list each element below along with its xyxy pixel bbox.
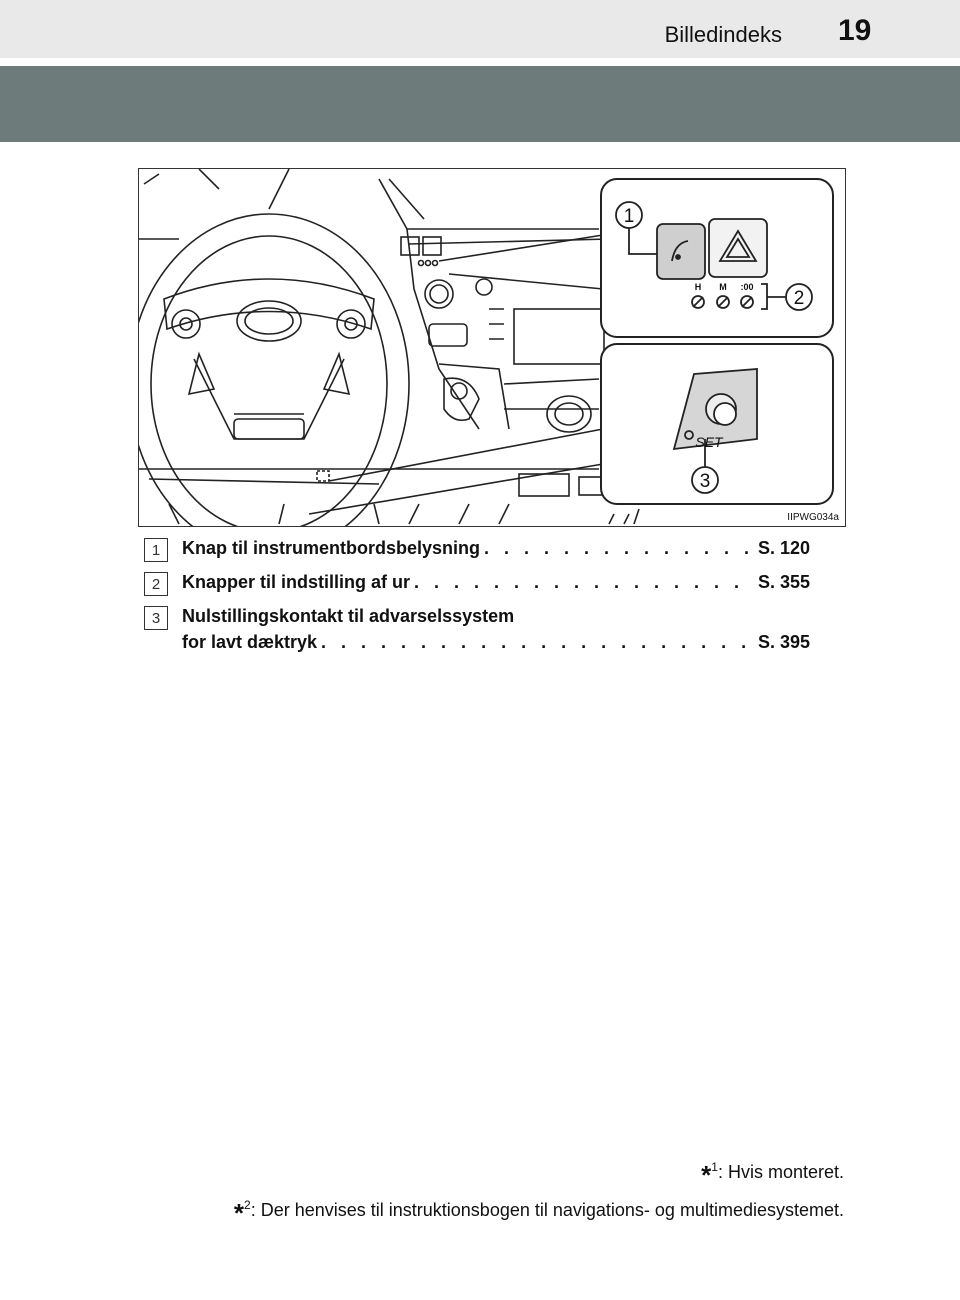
clock-h-button [691, 295, 705, 309]
figure-code: IIPWG034a [787, 512, 839, 523]
footnote-1: *1: Hvis monteret. [701, 1160, 844, 1191]
section-title: Billedindeks [664, 22, 782, 47]
item-label-1: Knap til instrumentbordsbelysning [182, 538, 485, 559]
item-number-2: 2 [144, 572, 168, 596]
item-dots-1: . . . . . . . . . . . . . . . . . . . . … [484, 538, 754, 558]
callout-3-label: 3 [700, 471, 711, 492]
footnote-1-sup: 1 [711, 1160, 718, 1174]
footnote-1-text: : Hvis monteret. [717, 1162, 844, 1182]
item-page-ref-3[interactable]: S. 395 [753, 632, 810, 653]
item-dots-3: . . . . . . . . . . . . . . . . . . . . … [321, 632, 754, 652]
footnote-2-sup: 2 [244, 1198, 251, 1212]
footnote-2-text: : Der henvises til instruktionsbogen til… [250, 1200, 844, 1220]
footnote-2: *2: Der henvises til instruktionsbogen t… [234, 1198, 844, 1229]
clock-00-button [740, 295, 754, 309]
clock-h-label: H [695, 282, 702, 292]
item-row-3: for lavt dæktryk . . . . . . . . . . . .… [182, 632, 810, 653]
footnote-1-star: * [701, 1160, 712, 1190]
item-number-3: 3 [144, 606, 168, 630]
item-row-1: Knap til instrumentbordsbelysning . . . … [182, 538, 810, 559]
item-row-2: Knapper til indstilling af ur . . . . . … [182, 572, 810, 593]
dashboard-illustration: 1 2 H M :00 SET 3 IIPWG034a [138, 168, 846, 527]
clock-m-button [716, 295, 730, 309]
footnote-2-star: * [233, 1198, 245, 1228]
header-strip: Billedindeks 19 [0, 0, 960, 58]
item-page-ref-2[interactable]: S. 355 [753, 572, 810, 593]
clock-m-label: M [719, 282, 727, 292]
steering-wheel [139, 213, 410, 526]
set-label: SET [695, 434, 724, 450]
item-page-ref-1[interactable]: S. 120 [753, 538, 810, 559]
item-label-3: for lavt dæktryk [182, 632, 322, 653]
item-label-2: Knapper til indstilling af ur [182, 572, 415, 593]
item-dots-2: . . . . . . . . . . . . . . . . . . . . … [414, 572, 754, 592]
steering-emblem [236, 300, 302, 342]
page-number: 19 [838, 14, 872, 47]
item-label-3-line1: Nulstillingskontakt til advarselssystem [182, 606, 515, 626]
clock-00-label: :00 [740, 282, 753, 292]
dashboard-drawing: 1 2 H M :00 SET 3 [139, 169, 834, 526]
instrument-light-button [656, 223, 706, 280]
hazard-icon [718, 229, 758, 262]
callout-1-label: 1 [624, 206, 635, 227]
callout-2-label: 2 [794, 288, 805, 309]
item-number-1: 1 [144, 538, 168, 562]
section-band [0, 66, 960, 142]
